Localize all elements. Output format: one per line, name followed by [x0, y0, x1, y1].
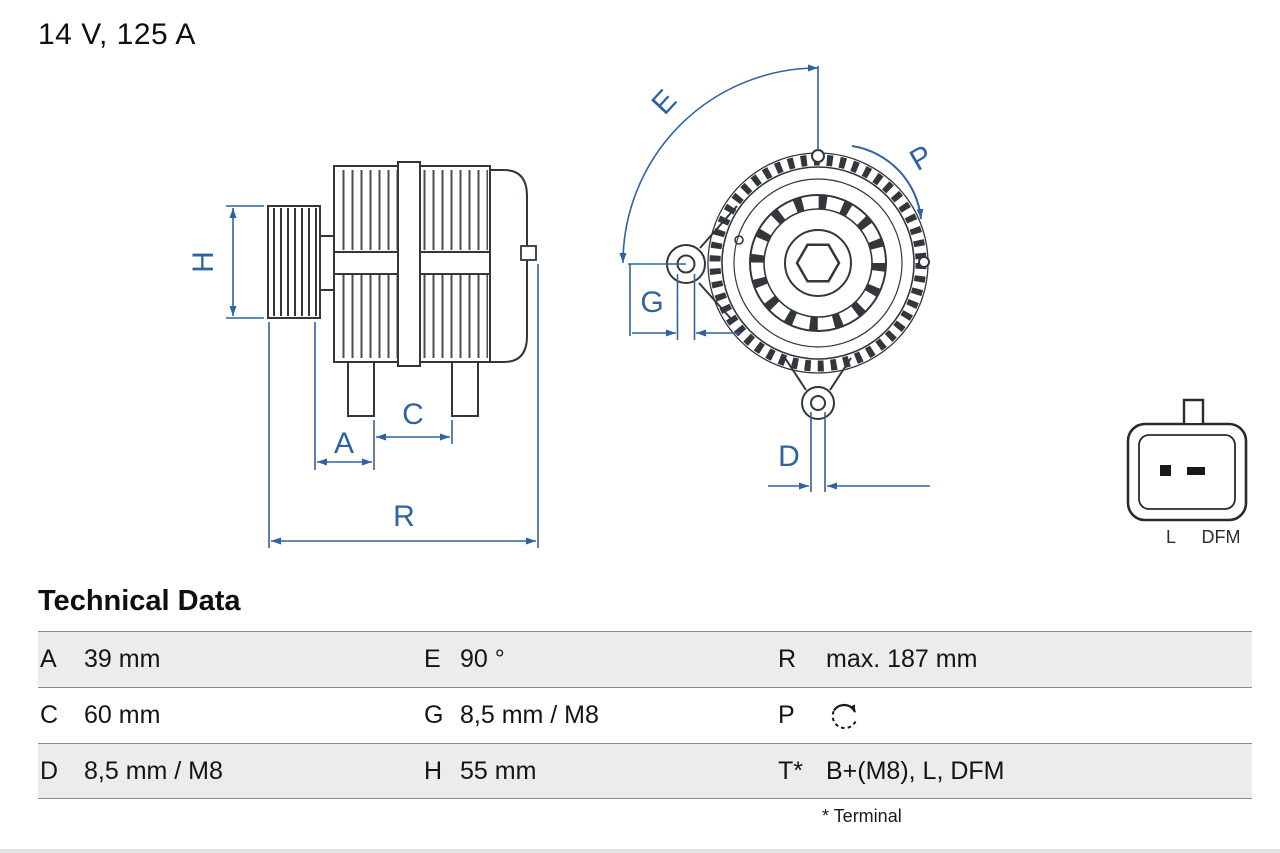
rotation-direction-icon: [831, 703, 857, 729]
dim-label-h: H: [187, 251, 220, 273]
connector-tab: [1182, 398, 1205, 423]
dim-label-g: G: [640, 286, 663, 319]
dim-key-a: A: [40, 645, 57, 673]
connector-pin-label-dfm: DFM: [1202, 527, 1241, 547]
dim-value-a: 39 mm: [84, 645, 161, 673]
dim-label-c: C: [402, 398, 424, 431]
connector-view: [1126, 398, 1248, 522]
alternator-front-view: [666, 149, 930, 420]
dim-label-a: A: [334, 427, 354, 460]
dim-key-r: R: [778, 645, 797, 673]
terminal-footnote: * Terminal: [822, 806, 902, 826]
dim-value-h: 55 mm: [460, 756, 537, 785]
rotation-direction-arrow: [851, 145, 924, 220]
dim-key-p: P: [778, 701, 795, 729]
top-lug-hole: [811, 149, 825, 163]
alternator-technical-drawing: H A C R E G P D L DFM: [187, 64, 1248, 548]
dim-key-t: T*: [778, 756, 803, 785]
dim-key-g: G: [424, 701, 444, 729]
dim-value-g: 8,5 mm / M8: [460, 701, 599, 729]
dim-value-t: B+(M8), L, DFM: [826, 756, 1005, 785]
dim-key-h: H: [424, 756, 443, 785]
pulley-grooves: [270, 208, 318, 316]
dim-value-d: 8,5 mm / M8: [84, 756, 223, 785]
dim-key-c: C: [40, 701, 59, 729]
technical-data-table: A 39 mm E 90 ° R max. 187 mm C 60 mm G 8…: [38, 631, 1252, 799]
dim-label-d: D: [778, 440, 800, 473]
page-title: 14 V, 125 A: [38, 18, 196, 51]
table-row-1: A 39 mm E 90 ° R max. 187 mm: [38, 631, 1252, 687]
dim-label-r: R: [393, 500, 415, 533]
alternator-side-view: [267, 161, 537, 417]
connector-pin-labels: L DFM: [1166, 527, 1241, 547]
table-row-3: D 8,5 mm / M8 H 55 mm T* B+(M8), L, DFM: [38, 743, 1252, 799]
dim-value-c: 60 mm: [84, 701, 161, 729]
connector-pin-label-l: L: [1166, 527, 1176, 547]
inner-slot-ring: [750, 195, 886, 331]
bottom-mounting-lug: [801, 386, 835, 420]
dim-label-e: E: [645, 84, 683, 121]
shaft-nut-hexagon: [795, 243, 841, 283]
technical-data-heading: Technical Data: [38, 585, 241, 617]
table-row-2: C 60 mm G 8,5 mm / M8 P: [38, 687, 1252, 743]
dim-key-e: E: [424, 645, 441, 673]
dim-label-p: P: [904, 139, 938, 178]
bottom-divider: [0, 849, 1280, 853]
technical-data-section: Technical Data A 39 mm E 90 ° R max. 187…: [38, 585, 1252, 827]
dimension-labels: H A C R E G P D: [187, 84, 938, 533]
dim-key-d: D: [40, 756, 59, 785]
connector-pin-dfm: [1187, 467, 1205, 475]
connector-pin-l: [1160, 465, 1171, 476]
dim-value-e: 90 °: [460, 645, 505, 673]
dimension-lines: [226, 64, 930, 548]
dim-value-p: [824, 698, 1252, 734]
dim-value-r: max. 187 mm: [826, 645, 978, 673]
